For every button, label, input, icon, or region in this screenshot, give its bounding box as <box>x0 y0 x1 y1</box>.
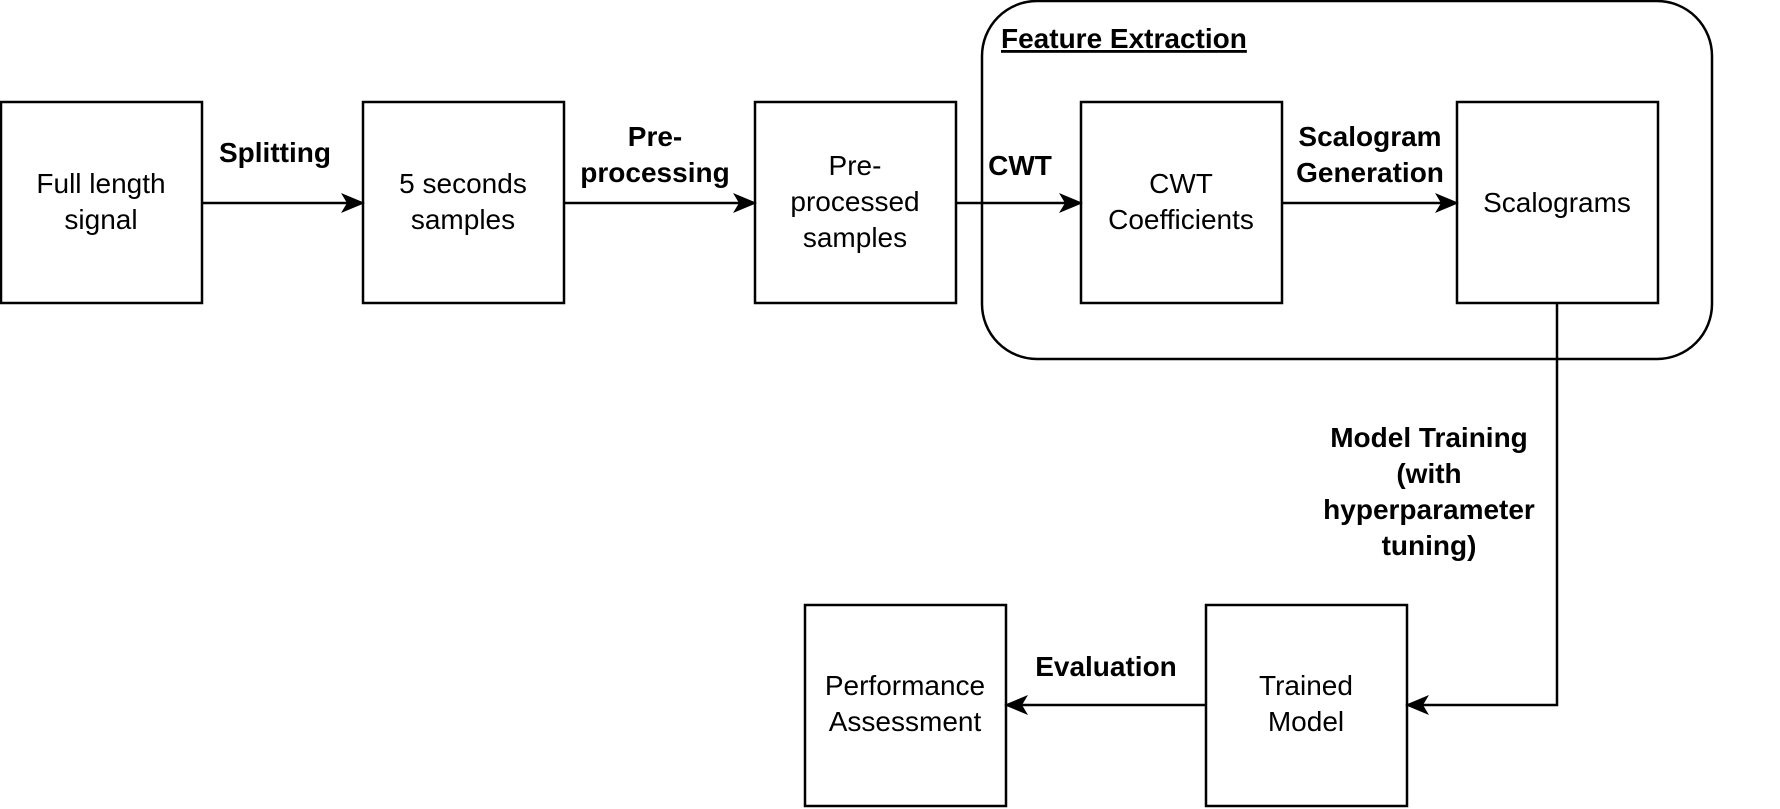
node-preprocessed-samples <box>753 100 958 305</box>
edge-model-training-arrow <box>1405 303 1559 715</box>
node-performance-assessment <box>803 603 1008 808</box>
label-line: CWT <box>1149 168 1213 199</box>
edge-preprocessing-label: Pre-processing <box>580 121 729 188</box>
edge-model-training-label: Model Training (with hyperparameter tuning) <box>1323 422 1535 561</box>
node-five-second-samples-label: 5 seconds samples <box>399 168 527 235</box>
label-line: Performance <box>825 670 985 701</box>
label-line: Full length <box>36 168 165 199</box>
node-cwt-coefficients <box>1079 100 1284 305</box>
label-line: processing <box>580 157 729 188</box>
label-line: Model <box>1268 706 1344 737</box>
feature-extraction-title: Feature Extraction <box>1001 23 1247 54</box>
label-line: Coefficients <box>1108 204 1254 235</box>
label-line: samples <box>411 204 515 235</box>
node-scalograms-label: Scalograms <box>1483 187 1631 218</box>
label-line: Assessment <box>829 706 982 737</box>
node-full-length-signal-label: Full length signal <box>36 168 165 235</box>
node-full-length-signal <box>0 100 204 305</box>
edge-evaluation-label: Evaluation <box>1035 651 1177 682</box>
label-line: Pre- <box>829 150 882 181</box>
label-line: (with <box>1396 458 1461 489</box>
node-scalograms <box>1455 100 1660 305</box>
label-line: Scalogram <box>1298 121 1441 152</box>
label-line: Generation <box>1296 157 1444 188</box>
edge-cwt-label: CWT <box>988 150 1052 181</box>
node-preprocessed-samples-label: Pre-processed samples <box>790 150 919 253</box>
label-line: Scalograms <box>1483 187 1631 218</box>
edge-splitting-label: Splitting <box>219 137 331 168</box>
feature-extraction-group <box>980 0 1714 361</box>
label-line: tuning) <box>1382 530 1477 561</box>
label-line: signal <box>64 204 137 235</box>
label-line: Model Training <box>1330 422 1528 453</box>
node-cwt-coefficients-label: CWT Coefficients <box>1108 168 1254 235</box>
label-line: Evaluation <box>1035 651 1177 682</box>
label-line: processed <box>790 186 919 217</box>
label-line: hyperparameter <box>1323 494 1535 525</box>
label-line: 5 seconds <box>399 168 527 199</box>
label-line: Splitting <box>219 137 331 168</box>
label-line: Pre- <box>628 121 682 152</box>
node-five-second-samples <box>361 100 566 305</box>
label-line: Trained <box>1259 670 1353 701</box>
label-line: samples <box>803 222 907 253</box>
label-line: CWT <box>988 150 1052 181</box>
